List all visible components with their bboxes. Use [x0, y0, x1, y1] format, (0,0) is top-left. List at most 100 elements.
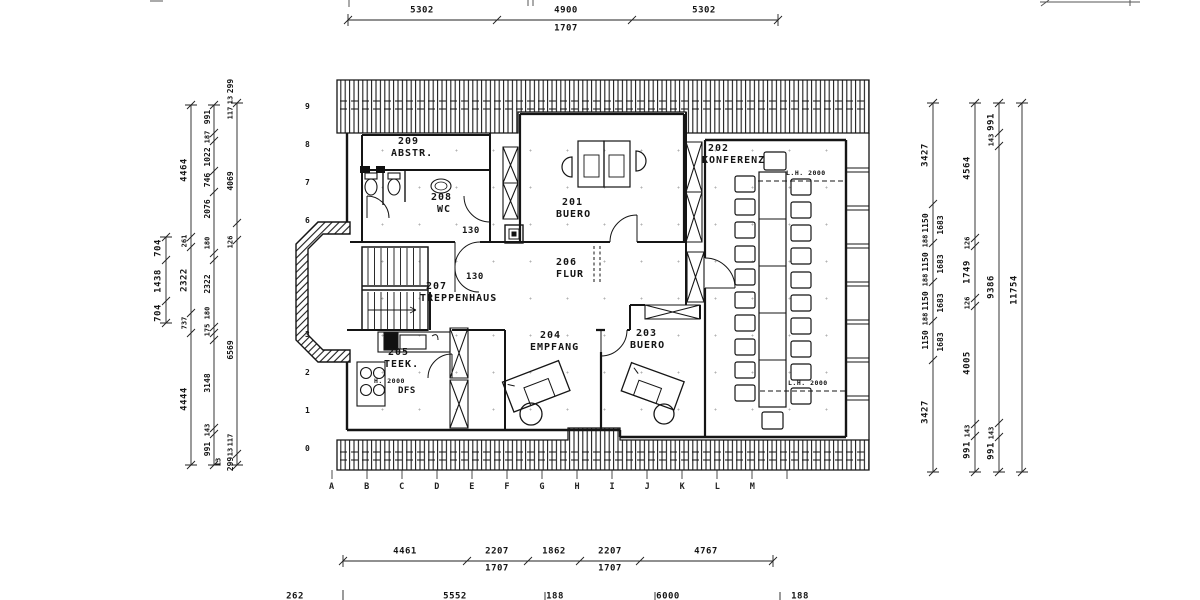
dim-rb-4: 126 — [963, 296, 972, 310]
chimney — [504, 224, 524, 244]
grid-letter: L — [714, 482, 720, 492]
dim-rc-4: 143 — [987, 426, 996, 440]
room-205-number: 205 — [388, 347, 410, 358]
dim-bottom-4: 2207 — [598, 546, 622, 557]
dim-ra-7: 188 — [921, 312, 930, 326]
room-201-number: 201 — [562, 197, 584, 208]
dim-bottom-3: 1862 — [542, 546, 566, 557]
dim-rai-4: 1683 — [936, 332, 945, 352]
dim-rd-1: 11754 — [1009, 275, 1020, 305]
dim-lb-4: 737 — [180, 316, 189, 330]
grid-number-7: 7 — [305, 178, 310, 187]
dim-ld-5: 126 — [226, 235, 235, 249]
dim-bottom-sub-1: 1707 — [485, 563, 509, 574]
room-202-number: 202 — [708, 143, 730, 154]
grid-letter: H — [574, 482, 580, 492]
grid-number-1: 1 — [305, 406, 310, 415]
dim-lc-7: 2322 — [203, 274, 212, 294]
plumbing-wall — [360, 166, 385, 173]
dim-la-1: 704 — [153, 239, 164, 257]
dim-ra-4: 1150 — [921, 252, 930, 272]
dim-ra-5: 188 — [921, 273, 930, 287]
dim-ld-6: 6569 — [226, 340, 235, 360]
dim-lc-9: 175 — [203, 323, 212, 337]
dim-bottom-2: 2207 — [485, 546, 509, 557]
grid-letter: D — [434, 482, 440, 492]
dim-ld-2: 13 — [226, 95, 235, 105]
dim-ra-8: 1150 — [921, 330, 930, 350]
room-209-number: 209 — [398, 136, 420, 147]
dim-rc-1: 991 — [986, 113, 997, 131]
dim-rc-5: 991 — [986, 442, 997, 460]
dim-bottom-sub-2: 1707 — [598, 563, 622, 574]
dim-lb-2: 261 — [180, 234, 189, 248]
dim-rai-1: 1683 — [936, 215, 945, 235]
reception-204-desk — [501, 359, 571, 426]
dim-lb-3: 2322 — [179, 268, 190, 292]
grid-letter: I — [609, 482, 615, 492]
dim-top-1: 5302 — [410, 5, 434, 16]
dim-ld-8: 13 — [226, 447, 235, 457]
dimension-lines — [150, 0, 1140, 600]
door-width-130-b: 130 — [466, 272, 484, 282]
grid-letter: J — [644, 482, 650, 492]
room-207-number: 207 — [426, 281, 448, 292]
height-note: H. 2000 — [374, 377, 405, 385]
room-203-number: 203 — [636, 328, 658, 339]
dim-lc-6: 180 — [203, 236, 212, 250]
dim-top-sub: 1707 — [554, 23, 578, 34]
grid-letter: E — [469, 482, 475, 492]
grid-number-8: 8 — [305, 140, 310, 149]
dim-lc-11: 143 — [203, 423, 212, 437]
room-208-number: 208 — [431, 192, 453, 203]
dim-lb-1: 4464 — [179, 158, 190, 182]
room-206-number: 206 — [556, 257, 578, 268]
grid-letter: M — [749, 482, 755, 492]
dim-lc-10: 3148 — [203, 373, 212, 393]
dim-lc-2: 187 — [203, 130, 212, 144]
dim-lc-8: 180 — [203, 306, 212, 320]
dim-top-3: 5302 — [692, 5, 716, 16]
dim-ra-3: 188 — [921, 234, 930, 248]
dim-ld-1: 299 — [226, 78, 235, 94]
clear-height-leaders — [758, 180, 846, 392]
dim-bottom-5: 4767 — [694, 546, 718, 557]
dim-bottom-1: 4461 — [393, 546, 417, 557]
grid-letter: A — [329, 482, 335, 492]
dim-lc-3: 1022 — [203, 147, 212, 167]
conference-chairs-right — [790, 178, 812, 405]
right-wall-piers — [846, 167, 869, 401]
dim-rb-1: 4564 — [962, 156, 973, 180]
dim-ld-9: 299 — [226, 456, 235, 472]
dim-rai-3: 1683 — [936, 293, 945, 313]
bay-window — [295, 221, 351, 363]
dim-edge-4: 6000 — [656, 591, 680, 600]
grid-number-0: 0 — [305, 444, 310, 453]
clear-height-note-top: L.H. 2000 — [786, 169, 826, 177]
dim-lc-12: 991 — [203, 441, 212, 457]
roof-band-bottom — [336, 427, 870, 471]
shaft-x-braces — [449, 141, 705, 429]
door-width-130-a: 130 — [462, 226, 480, 236]
room-208-name: WC — [437, 204, 452, 215]
staircase — [361, 246, 429, 331]
dim-rc-2: 143 — [987, 133, 996, 147]
dim-lc-13: 13 — [214, 457, 223, 467]
room-209-name: ABSTR. — [391, 148, 434, 159]
dim-ld-3: 117 — [226, 106, 235, 120]
dim-top-2: 4900 — [554, 5, 578, 16]
dim-lc-1: 991 — [203, 109, 212, 125]
dim-ra-2: 1150 — [921, 213, 930, 233]
dim-lb-5: 4444 — [179, 387, 190, 411]
roof-band-top — [336, 79, 870, 134]
wc-fixtures — [364, 172, 452, 196]
dim-ld-7: 117 — [226, 433, 235, 447]
grid-letter: F — [504, 482, 510, 492]
grid-letter: B — [364, 482, 370, 492]
dim-rb-6: 143 — [963, 424, 972, 438]
grid-number-9: 9 — [305, 102, 310, 111]
room-202-name: KONFERENZ — [702, 155, 766, 166]
